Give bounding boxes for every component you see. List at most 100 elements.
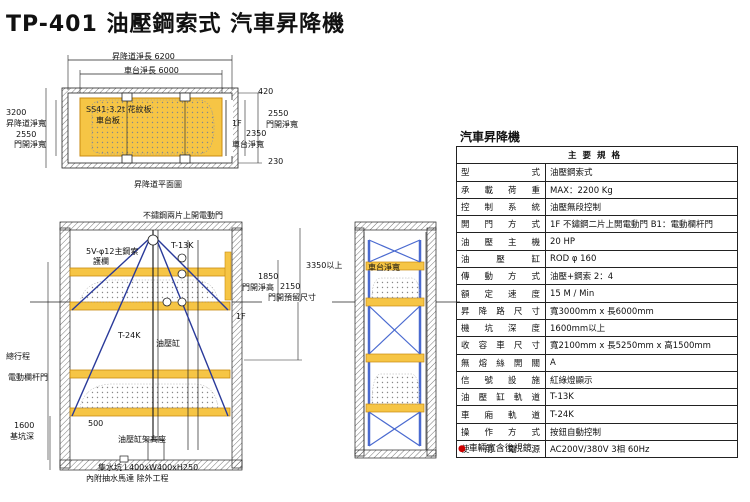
plan-dim-420: 420 (258, 87, 274, 96)
section-right-wall (231, 227, 243, 469)
spec-key: 油壓缸 (456, 249, 546, 269)
plan-car-plate-line2: 車台板 (96, 116, 120, 125)
spec-value: 紅綠燈顯示 (545, 370, 738, 390)
spec-value: 油壓+鋼索 2：4 (545, 267, 738, 286)
section-upper-deck (69, 301, 231, 311)
section-view (30, 221, 302, 471)
section-sump-line2: 內附抽水馬達 除外工程 (86, 474, 169, 483)
section-cylinder-frame: 油壓缸架高座 (118, 435, 166, 444)
side-view (332, 221, 460, 459)
spec-key: 信號設施 (456, 370, 546, 390)
spec-value: 油壓無段控制 (545, 197, 738, 217)
plan-car-width-label: 車台淨寬 (232, 140, 264, 149)
spec-key: 型式 (456, 163, 546, 182)
spec-note: ● 車輛寬含後視鏡 (458, 441, 532, 454)
plan-dim-2550-left: 2550 (16, 130, 37, 139)
section-dim-1600: 1600 (14, 421, 35, 430)
spec-value: 15 M / Min (545, 284, 738, 303)
spec-row: 操作方式按鈕自動控制 (456, 422, 738, 442)
plan-dim-2550-right: 2550 (268, 109, 289, 118)
spec-key: 車廂軌道 (456, 405, 546, 424)
spec-row: 型式油壓鋼索式 (456, 163, 738, 182)
spec-key: 油壓缸軌道 (456, 388, 546, 407)
section-dim-2150: 2150 (280, 282, 301, 291)
section-top-slab (59, 221, 243, 231)
section-rope-line2: 護欄 (93, 257, 109, 266)
spec-key: 收容車尺寸 (456, 336, 546, 355)
plan-floor-1f: 1F (232, 119, 242, 128)
section-t13k: T-13K (171, 241, 194, 250)
spec-key: 油壓主機 (456, 232, 546, 251)
section-door-clear-height: 門開淨高 (242, 283, 274, 292)
spec-row: 傳動方式油壓+鋼索 2：4 (456, 267, 738, 286)
spec-row: 信號設施紅綠燈顯示 (456, 370, 738, 390)
page-title: TP-401 油壓鋼索式 汽車昇降機 (6, 12, 346, 37)
spec-key: 機坑深度 (456, 318, 546, 338)
spec-row: 收容車尺寸寬2100mm x 長5250mm x 高1500mm (456, 336, 738, 355)
plan-car-plate-line1: SS41-3.2t 花紋板 (86, 105, 152, 114)
section-pit-depth: 基坑深 (10, 432, 34, 441)
side-lower-deck (365, 403, 425, 413)
plan-dim-shaft-length: 昇降道淨長 6200 (112, 52, 175, 61)
plan-dim-car-length: 車台淨長 6000 (124, 66, 179, 75)
spec-value: 1600mm以上 (545, 318, 738, 338)
spec-key: 額定速度 (456, 284, 546, 303)
plan-dim-3200: 3200 (6, 108, 27, 117)
section-t24k: T-24K (118, 331, 141, 340)
spec-value: 1F 不鏽鋼二片上開電動門 B1：電動欄杆門 (545, 215, 738, 234)
section-left-wall (59, 227, 71, 469)
spec-row: 昇降路尺寸寬3000mm x 長6000mm (456, 301, 738, 320)
spec-value: MAX：2200 Kg (545, 180, 738, 199)
plan-view (45, 55, 262, 169)
section-lower-deck (69, 407, 231, 417)
spec-key: 承載荷重 (456, 180, 546, 199)
section-door-top-label: 不鏽鋼兩片上開電動門 (143, 211, 223, 220)
spec-value: AC200V/380V 3相 60Hz (545, 440, 738, 459)
spec-key: 無熔絲開關 (456, 353, 546, 372)
plan-car-outline (91, 99, 215, 155)
spec-value: 寬2100mm x 長5250mm x 高1500mm (545, 336, 738, 355)
section-total-travel: 總行程 (6, 352, 30, 361)
spec-header: 主要規格 (456, 145, 738, 165)
spec-value: 按鈕自動控制 (545, 422, 738, 442)
spec-key: 傳動方式 (456, 267, 546, 286)
spec-value: 20 HP (545, 232, 738, 251)
section-electric-rail-door: 電動欄杆門 (8, 373, 48, 382)
side-left-wall (354, 227, 365, 457)
plan-door-width-right-label: 門開淨寬 (266, 120, 298, 129)
spec-note-text: 車輛寬含後視鏡 (468, 444, 532, 454)
section-dim-500: 500 (88, 419, 104, 428)
plan-door-width-left-label: 門開淨寬 (14, 140, 46, 149)
spec-value: 油壓鋼索式 (545, 163, 738, 182)
bullet-icon: ● (458, 444, 466, 454)
spec-key: 開門方式 (456, 215, 546, 234)
side-car-deck-label: 車台淨寬 (368, 263, 400, 272)
spec-value: 寬3000mm x 長6000mm (545, 301, 738, 320)
plan-shaft-depth-label: 昇降道淨寬 (6, 119, 46, 128)
spec-header-row: 主要規格 (456, 145, 738, 165)
spec-row: 控制系統油壓無段控制 (456, 197, 738, 217)
side-upper-deck (365, 297, 425, 307)
spec-value: ROD φ 160 (545, 249, 738, 269)
section-dim-3350: 3350以上 (306, 261, 343, 270)
plan-dim-230: 230 (268, 157, 284, 166)
section-floor-1f: 1F (236, 312, 246, 321)
spec-value: T-13K (545, 388, 738, 407)
spec-key: 昇降路尺寸 (456, 301, 546, 320)
side-right-wall (426, 227, 437, 457)
plan-dim-2350: 2350 (246, 129, 267, 138)
spec-key: 操作方式 (456, 422, 546, 442)
spec-value: T-24K (545, 405, 738, 424)
section-dim-1850: 1850 (258, 272, 279, 281)
section-cables (71, 237, 229, 417)
